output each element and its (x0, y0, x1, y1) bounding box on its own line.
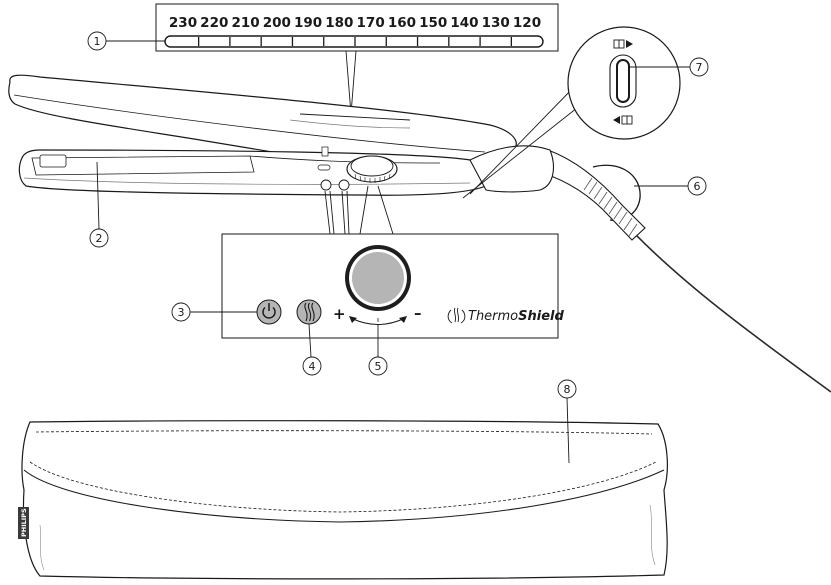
thermoshield-brand-light: Thermo (468, 309, 518, 324)
pouch-outline (21, 420, 668, 580)
minus-sign: – (414, 304, 422, 322)
body-thermoshield-button[interactable] (338, 179, 350, 191)
callout-1-label: 1 (94, 35, 101, 48)
lower-arm-detail (249, 155, 441, 164)
lock-slider-zoom (567, 26, 681, 140)
lower-arm-rim (23, 177, 471, 185)
lock-slider-knob[interactable] (616, 59, 630, 103)
thermoshield-icon (304, 302, 315, 322)
panel-temperature-dial[interactable] (345, 245, 411, 311)
callout-5-circle (368, 356, 388, 376)
body-power-button[interactable] (320, 179, 332, 191)
plate-display-slot-inner (289, 119, 411, 129)
thermoshield-logo-icon (447, 307, 466, 324)
temperature-label: 210 (231, 15, 259, 31)
temperature-label: 160 (388, 15, 416, 31)
panel-leader-power-a (324, 190, 331, 235)
temperature-label: 120 (513, 15, 541, 31)
callout-6-circle (687, 176, 707, 196)
temperature-label: 200 (263, 15, 291, 31)
pouch-brand-tag (18, 507, 29, 539)
body-temperature-dial[interactable] (346, 155, 398, 183)
pouch-crease-2 (649, 504, 656, 566)
panel-leader-dial-a (359, 185, 369, 235)
callout-8-circle (557, 379, 577, 399)
cord-strain-relief (539, 149, 646, 241)
svg-text:ThermoShield: ThermoShield (468, 309, 564, 324)
lock-arrow-icon (613, 115, 633, 125)
temperature-label: 220 (200, 15, 228, 31)
panel-leader-power-b (329, 190, 335, 235)
lock-zoom-line-1 (462, 103, 583, 199)
temperature-led-bar (164, 35, 544, 48)
panel-leader-shield-a (341, 190, 346, 235)
scale-leader-line (345, 50, 357, 115)
panel-leader-shield-b (346, 190, 350, 235)
pouch-top-stitching (35, 430, 653, 435)
temperature-label: 190 (294, 15, 322, 31)
callout-2-circle (89, 228, 109, 248)
callout-8-leader (566, 397, 570, 464)
callout-5-label: 5 (375, 360, 382, 373)
temperature-label: 170 (357, 15, 385, 31)
callout-7-label: 7 (696, 61, 703, 74)
heating-plate (31, 155, 255, 176)
temperature-label: 150 (419, 15, 447, 31)
callout-7-circle (689, 57, 709, 77)
unlock-arrow-icon (613, 39, 633, 49)
hair-straightener (8, 74, 831, 393)
power-icon (262, 303, 276, 319)
callout-4-circle (302, 356, 322, 376)
storage-pouch: PHILIPS (18, 420, 668, 580)
hinge-housing (469, 145, 554, 193)
callout-3-label: 3 (178, 306, 185, 319)
upper-arm-edge (13, 94, 486, 153)
pouch-flap-stitching (29, 461, 657, 513)
callout-6-label: 6 (694, 180, 701, 193)
pouch-brand-label: PHILIPS (20, 508, 28, 537)
thermoshield-logo: ThermoShield (447, 307, 564, 324)
temperature-led-segments (197, 37, 513, 46)
lock-zoom-line-2 (469, 85, 576, 195)
strain-relief-ribs (583, 177, 638, 237)
temperature-label: 230 (169, 15, 197, 31)
arm-lock-indicator (317, 164, 331, 171)
arm-pin (321, 146, 329, 157)
control-panel-zoom: + – ThermoShield (221, 185, 564, 339)
plate-clip (39, 154, 67, 168)
callout-4-leader (308, 323, 312, 358)
callout-1-circle (87, 31, 107, 51)
panel-power-button[interactable] (256, 299, 282, 325)
pouch-flap (23, 469, 665, 523)
callouts: 1 2 3 4 5 6 7 8 (87, 31, 709, 464)
temperature-label: 140 (450, 15, 478, 31)
temperature-label: 130 (482, 15, 510, 31)
callout-2-label: 2 (96, 232, 103, 245)
plus-sign: + (333, 305, 346, 323)
callout-3-circle (171, 302, 191, 322)
panel-thermoshield-button[interactable] (296, 299, 322, 325)
temperature-label: 180 (325, 15, 353, 31)
panel-leader-dial-b (377, 185, 394, 235)
callout-4-label: 4 (309, 360, 316, 373)
callout-8-label: 8 (564, 383, 571, 396)
callout-2-leader (96, 161, 100, 230)
power-cord (632, 231, 831, 393)
dial-direction-arrow (349, 316, 407, 325)
plate-display-slot (299, 113, 411, 121)
pouch-crease-1 (39, 524, 45, 571)
thermoshield-brand-bold: Shield (518, 309, 564, 324)
